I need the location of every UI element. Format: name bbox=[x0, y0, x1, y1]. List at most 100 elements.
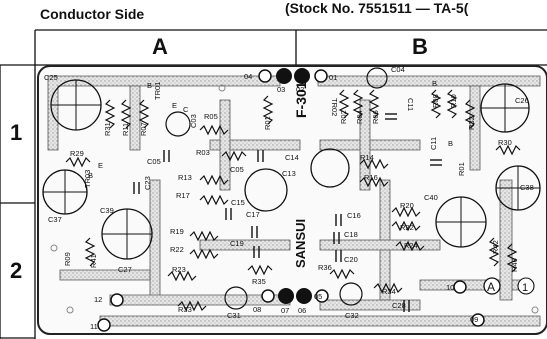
resistor-r19 bbox=[189, 230, 219, 242]
svg-text:C14: C14 bbox=[285, 153, 299, 162]
board-outline bbox=[37, 65, 547, 335]
svg-text:R35: R35 bbox=[252, 277, 266, 286]
svg-text:C15: C15 bbox=[231, 198, 245, 207]
svg-text:B: B bbox=[448, 139, 453, 148]
transistor-tr01 bbox=[165, 111, 191, 137]
svg-text:09: 09 bbox=[470, 315, 478, 324]
svg-text:R14: R14 bbox=[360, 153, 374, 162]
svg-text:R20: R20 bbox=[400, 201, 414, 210]
resistor-r06 bbox=[368, 89, 380, 119]
board-maker-text: SANSUI bbox=[293, 219, 308, 268]
svg-text:C25: C25 bbox=[44, 73, 58, 82]
svg-text:C11: C11 bbox=[429, 137, 438, 150]
svg-text:R41: R41 bbox=[89, 254, 98, 268]
board-id-text: F-3015 bbox=[293, 73, 309, 118]
svg-text:R22: R22 bbox=[170, 245, 184, 254]
resistor-r12 bbox=[446, 89, 458, 119]
resistor-r36 bbox=[329, 268, 355, 280]
resistor-r31 bbox=[104, 99, 116, 129]
svg-text:B: B bbox=[147, 81, 152, 90]
column-label-a: A bbox=[152, 34, 168, 59]
resistor-r35 bbox=[247, 264, 273, 276]
svg-text:C38: C38 bbox=[520, 183, 534, 192]
svg-text:R07: R07 bbox=[139, 122, 148, 136]
svg-text:C23: C23 bbox=[143, 176, 152, 190]
resistor-r07 bbox=[138, 99, 150, 129]
resistor-r32 bbox=[464, 99, 476, 129]
svg-text:R32: R32 bbox=[467, 116, 476, 130]
svg-text:R42: R42 bbox=[491, 240, 500, 254]
resistor-r14 bbox=[359, 158, 389, 170]
svg-text:C28: C28 bbox=[392, 301, 406, 310]
svg-text:R29: R29 bbox=[70, 149, 84, 158]
svg-text:C32: C32 bbox=[345, 311, 359, 320]
small-devices bbox=[165, 67, 388, 310]
svg-text:R05: R05 bbox=[204, 112, 218, 121]
svg-text:R04: R04 bbox=[355, 110, 364, 124]
svg-text:R03: R03 bbox=[196, 148, 210, 157]
resistor-r13 bbox=[199, 174, 229, 186]
resistor-r20 bbox=[391, 206, 421, 218]
svg-text:C37: C37 bbox=[48, 215, 62, 224]
svg-text:R23: R23 bbox=[172, 265, 186, 274]
resistor-r24 bbox=[395, 240, 425, 252]
resistor-r42 bbox=[488, 237, 500, 267]
svg-text:B: B bbox=[432, 79, 437, 88]
svg-text:R33: R33 bbox=[178, 305, 192, 314]
open-pads bbox=[97, 69, 485, 332]
resistor-r33 bbox=[177, 300, 207, 312]
svg-text:R36: R36 bbox=[318, 263, 332, 272]
svg-text:10: 10 bbox=[446, 283, 454, 292]
svg-text:R10: R10 bbox=[449, 94, 458, 108]
terminal-pads bbox=[276, 68, 312, 304]
marker-1: 1 bbox=[522, 282, 528, 294]
svg-text:TR01: TR01 bbox=[153, 82, 162, 100]
capacitor-center-right bbox=[310, 148, 350, 188]
svg-text:R24: R24 bbox=[404, 241, 418, 250]
svg-text:C11: C11 bbox=[406, 98, 415, 111]
svg-text:05: 05 bbox=[314, 292, 322, 301]
svg-text:E: E bbox=[172, 101, 177, 110]
svg-text:R06: R06 bbox=[371, 110, 380, 124]
capacitor-c31 bbox=[224, 286, 248, 310]
capacitor-c04 bbox=[366, 67, 388, 89]
svg-text:C13: C13 bbox=[282, 169, 296, 178]
svg-text:TR03: TR03 bbox=[83, 170, 92, 188]
svg-text:R17: R17 bbox=[176, 191, 190, 200]
svg-text:TR02: TR02 bbox=[330, 98, 339, 116]
svg-text:R01: R01 bbox=[263, 116, 272, 130]
svg-text:R01: R01 bbox=[457, 162, 466, 176]
resistor-r04 bbox=[352, 89, 364, 119]
stock-number-title: (Stock No. 7551511 — TA-5( bbox=[285, 0, 469, 16]
svg-text:C20: C20 bbox=[344, 255, 358, 264]
resistor-r03 bbox=[221, 150, 247, 162]
mounting-holes bbox=[50, 84, 539, 314]
resistor-r01 bbox=[262, 95, 274, 125]
svg-text:R09: R09 bbox=[63, 252, 72, 266]
svg-text:01: 01 bbox=[329, 73, 337, 82]
resistor-r16 bbox=[359, 176, 389, 188]
svg-text:R40: R40 bbox=[510, 258, 519, 272]
pad-07 bbox=[278, 288, 294, 304]
resistor-r23 bbox=[167, 270, 197, 282]
svg-text:C19: C19 bbox=[230, 239, 244, 248]
row-label-2: 2 bbox=[10, 258, 23, 283]
svg-text:B: B bbox=[88, 171, 93, 180]
svg-text:08: 08 bbox=[253, 305, 261, 314]
svg-text:R34: R34 bbox=[382, 287, 396, 296]
copper-traces bbox=[47, 75, 541, 327]
svg-text:C05: C05 bbox=[230, 165, 244, 174]
resistor-r08 bbox=[430, 89, 442, 119]
marker-a: A bbox=[487, 280, 495, 294]
capacitor-c32 bbox=[339, 282, 363, 306]
svg-text:R19: R19 bbox=[170, 227, 184, 236]
marker-1-circle bbox=[517, 277, 535, 295]
svg-text:C: C bbox=[183, 105, 189, 114]
svg-text:C18: C18 bbox=[344, 230, 358, 239]
component-labels: C25 C26 C37 C38 C39 C40 C27 C31 C32 C28 … bbox=[44, 65, 534, 331]
svg-text:R08: R08 bbox=[431, 94, 440, 108]
row-label-1: 1 bbox=[10, 120, 23, 145]
resistor-r17 bbox=[199, 194, 229, 206]
resistor-r05 bbox=[199, 124, 229, 136]
resistor-r34 bbox=[373, 282, 403, 294]
